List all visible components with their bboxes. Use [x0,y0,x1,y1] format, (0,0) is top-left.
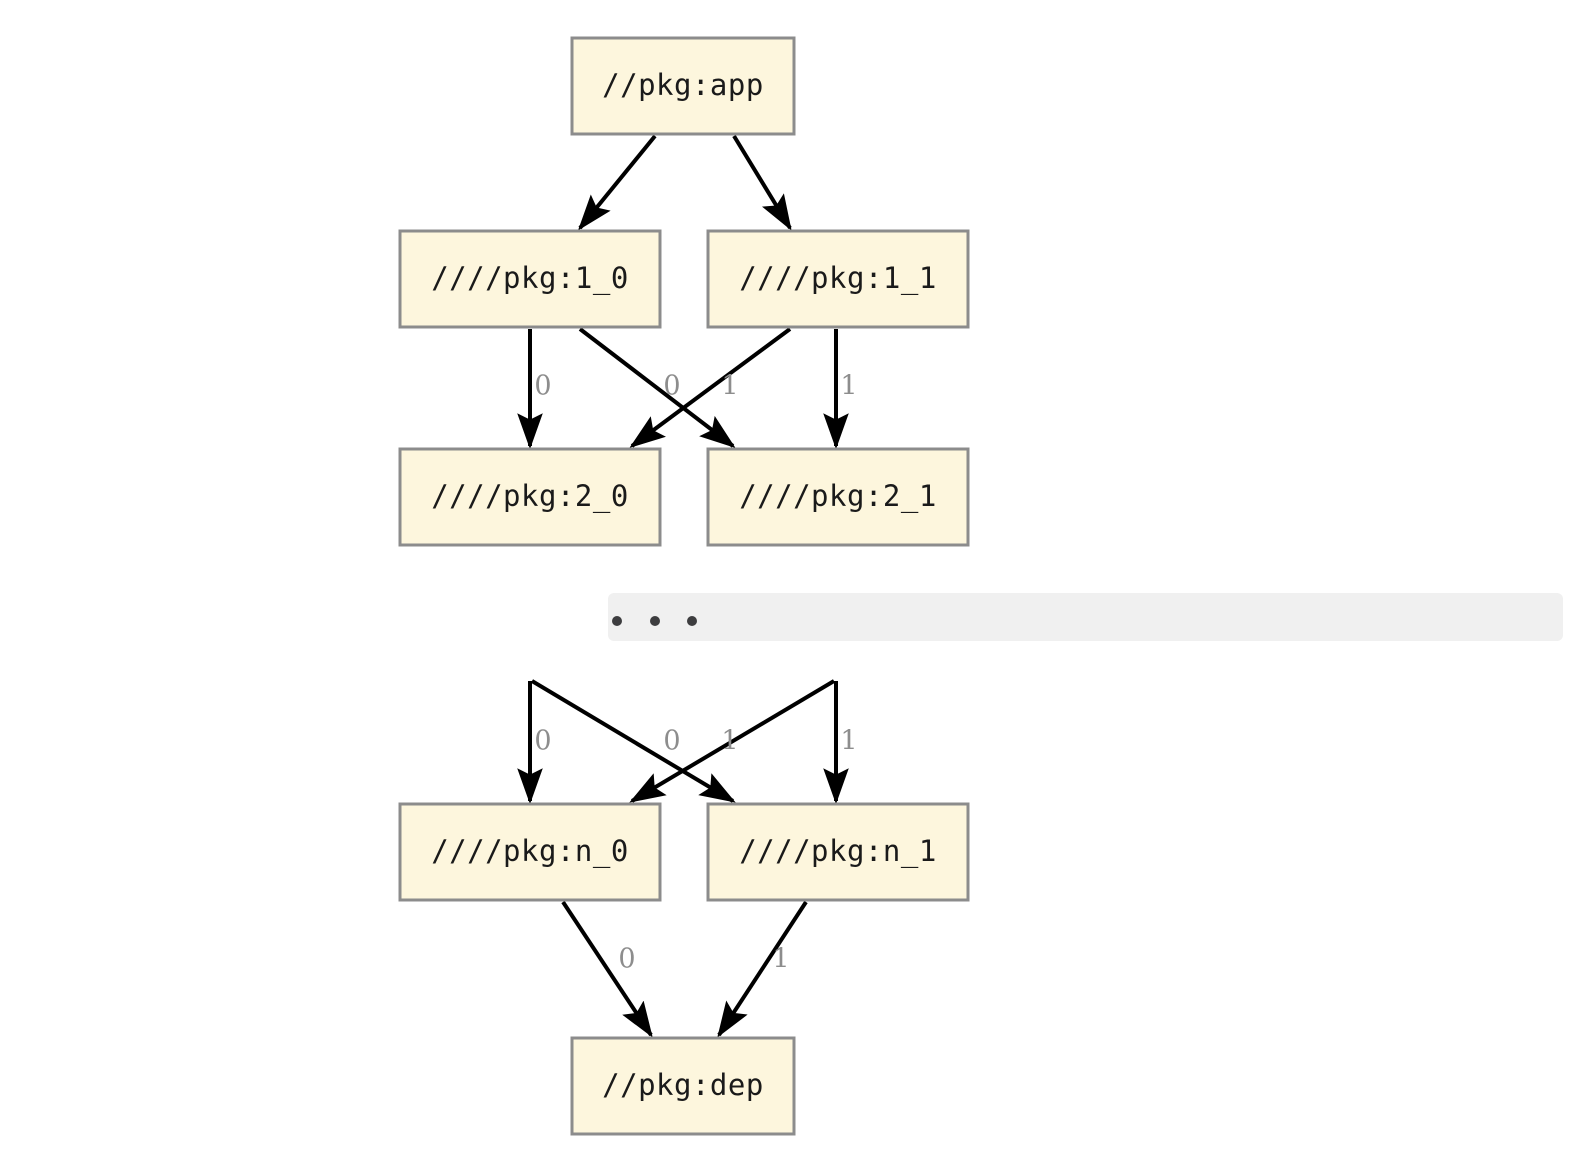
edge-label-1_0-to-2_1: 0 [663,371,680,402]
node-app[interactable]: //pkg:app [570,36,796,136]
edge-label-1_0-to-2_0: 0 [534,371,551,402]
node-n2_0[interactable]: ////pkg:2_0 [398,447,662,547]
edge-label-elided-to-n_1: 0 [663,726,680,757]
node-dep[interactable]: //pkg:dep [570,1036,796,1136]
edges-layer [517,134,849,1038]
edge-app-to-1_1 [732,134,792,231]
node-nn_0[interactable]: ////pkg:n_0 [398,802,662,902]
node-label-nn_1: ////pkg:n_1 [739,834,937,869]
edge-label-elided-to-n_0: 0 [534,726,551,757]
nodes-layer: //pkg:app ////pkg:1_0 ////pkg:1_1 ////pkg:2… [398,36,970,1136]
edge-label-n_0-to-dep: 0 [618,944,635,975]
edge-n_0-to-dep [561,900,653,1038]
elided-nodes-band [608,593,1563,641]
node-label-n2_1: ////pkg:2_1 [739,479,937,514]
node-box-nn_0[interactable] [398,802,662,902]
node-n1_0[interactable]: ////pkg:1_0 [398,229,662,329]
edge-elided-to-n_0b [629,679,836,803]
node-label-nn_0: ////pkg:n_0 [431,834,629,869]
ellipsis-dot-0 [612,616,622,626]
node-label-n1_1: ////pkg:1_1 [739,261,937,296]
edge-n_1-to-dep [717,900,808,1038]
node-label-n2_0: ////pkg:2_0 [431,479,629,514]
ellipsis-separator [608,593,1563,641]
edge-elided-to-n_1 [530,679,736,803]
node-label-dep: //pkg:dep [602,1068,764,1102]
node-box-n1_1[interactable] [706,229,970,329]
node-n2_1[interactable]: ////pkg:2_1 [706,447,970,547]
edge-1_1-to-2_0 [629,327,792,448]
node-box-dep[interactable] [570,1036,796,1136]
edge-label-elided-to-n_1b: 1 [840,726,857,757]
node-n1_1[interactable]: ////pkg:1_1 [706,229,970,329]
edge-label-n_1-to-dep: 1 [772,944,789,975]
node-box-nn_1[interactable] [706,802,970,902]
edge-labels-layer: 0 0 1 1 0 0 1 1 0 1 [534,371,857,975]
node-label-app: //pkg:app [602,68,764,102]
edge-label-elided-to-n_0b: 1 [721,726,738,757]
ellipsis-dot-1 [650,616,660,626]
node-nn_1[interactable]: ////pkg:n_1 [706,802,970,902]
edge-1_0-to-2_1 [578,327,736,448]
node-label-n1_0: ////pkg:1_0 [431,261,629,296]
node-box-n2_0[interactable] [398,447,662,547]
node-box-n2_1[interactable] [706,447,970,547]
node-box-n1_0[interactable] [398,229,662,329]
node-box-app[interactable] [570,36,796,136]
edge-app-to-1_0 [577,134,657,231]
edge-label-1_1-to-2_0: 1 [721,371,738,402]
ellipsis-dot-2 [687,616,697,626]
edge-label-1_1-to-2_1: 1 [840,371,857,402]
